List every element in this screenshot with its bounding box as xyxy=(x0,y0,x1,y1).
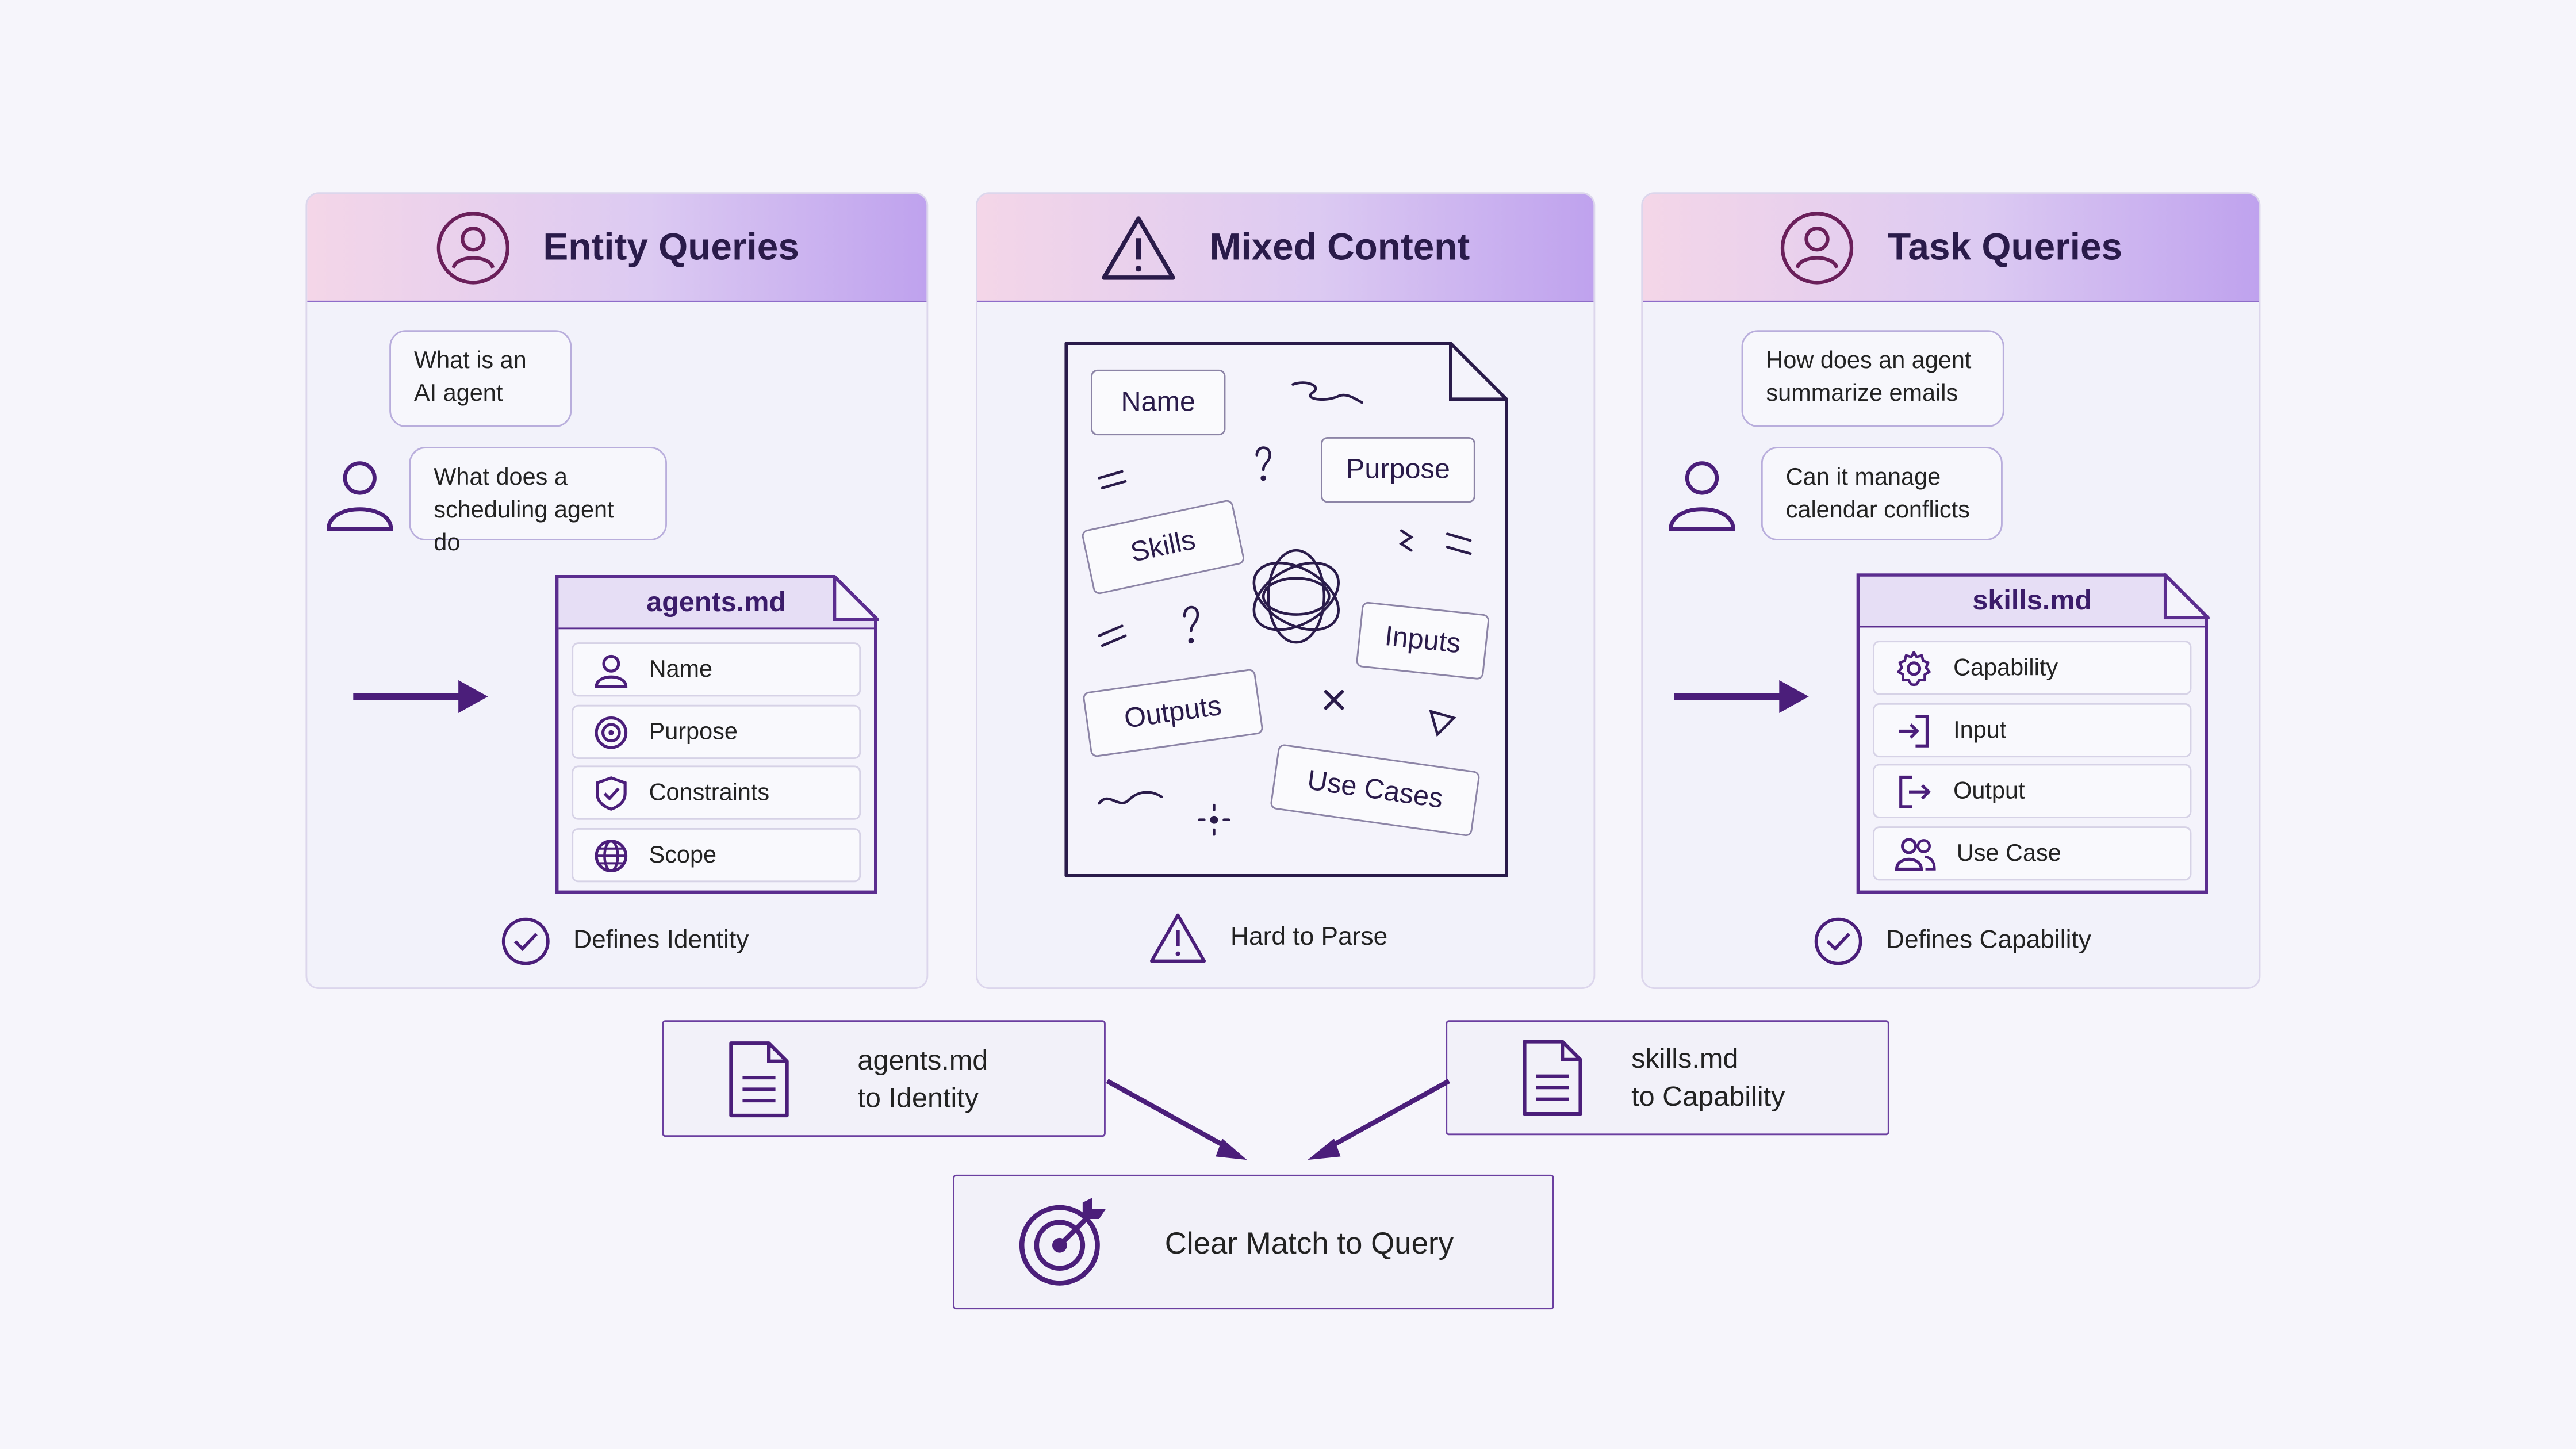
doc-fold-corner xyxy=(2163,573,2210,620)
user-icon xyxy=(326,461,393,531)
list-item: Purpose xyxy=(572,705,861,759)
gear-icon xyxy=(1894,648,1934,688)
row-label: Name xyxy=(649,656,713,683)
agents-md-document: agents.md Name Purpose Constraints Scope xyxy=(555,575,877,894)
list-item: Capability xyxy=(1873,641,2191,695)
list-item: Constraints xyxy=(572,765,861,819)
list-item: Name xyxy=(572,642,861,696)
footer-label: Hard to Parse xyxy=(1230,923,1388,952)
list-item: Use Case xyxy=(1873,826,2191,880)
question-bubble: What does a scheduling agent do xyxy=(409,447,667,557)
mixed-content-header: Mixed Content xyxy=(977,194,1594,302)
document-icon xyxy=(729,1040,789,1117)
arrow-right-icon xyxy=(353,680,488,713)
entity-footer: Defines Identity xyxy=(501,917,749,966)
scattered-tag: Purpose xyxy=(1321,437,1475,503)
skills-to-capability-box: skills.md to Capability xyxy=(1446,1020,1889,1136)
row-label: Purpose xyxy=(649,719,738,745)
user-icon xyxy=(1669,461,1735,531)
scattered-tag: Name xyxy=(1091,369,1226,436)
mixed-content-panel: Mixed Content Name Purpose Skills Inputs… xyxy=(976,192,1596,989)
row-label: Scope xyxy=(649,842,717,868)
clear-match-label: Clear Match to Query xyxy=(1164,1225,1454,1259)
target-icon xyxy=(593,714,629,750)
agents-md-title: agents.md xyxy=(558,578,874,630)
skills-md-title: skills.md xyxy=(1860,577,2205,628)
document-icon xyxy=(1523,1040,1582,1116)
question-bubble: What is an AI agent xyxy=(389,330,572,427)
logout-icon xyxy=(1894,771,1934,811)
question-bubble: Can it manage calendar conflicts xyxy=(1761,447,2003,540)
list-item: Output xyxy=(1873,764,2191,818)
task-footer: Defines Capability xyxy=(1814,917,2091,966)
user-icon xyxy=(593,651,629,688)
user-circle-icon xyxy=(1781,210,1854,284)
shield-check-icon xyxy=(593,775,629,811)
row-label: Use Case xyxy=(1956,840,2061,867)
target-arrow-icon xyxy=(1019,1197,1106,1286)
mixed-footer: Hard to Parse xyxy=(1148,912,1387,964)
doc-fold-corner xyxy=(833,575,879,621)
users-icon xyxy=(1894,834,1937,873)
skills-md-document: skills.md Capability Input Output Use Ca… xyxy=(1857,573,2208,894)
entity-queries-title: Entity Queries xyxy=(543,225,799,268)
question-bubble: How does an agent summarize emails xyxy=(1741,330,2004,427)
skills-to-capability-label: skills.md to Capability xyxy=(1631,1043,1785,1113)
task-queries-header: Task Queries xyxy=(1643,194,2259,302)
check-circle-icon xyxy=(501,917,550,965)
row-label: Constraints xyxy=(649,779,770,806)
mixed-content-title: Mixed Content xyxy=(1209,225,1470,268)
agents-to-identity-box: agents.md to Identity xyxy=(662,1020,1106,1137)
row-label: Output xyxy=(1953,777,2025,804)
user-circle-icon xyxy=(436,210,509,284)
footer-label: Defines Capability xyxy=(1886,926,2091,954)
footer-label: Defines Identity xyxy=(573,926,749,954)
globe-icon xyxy=(593,837,629,873)
list-item: Input xyxy=(1873,703,2191,757)
scribble-marks xyxy=(1098,381,1472,836)
list-item: Scope xyxy=(572,828,861,882)
agents-to-identity-label: agents.md to Identity xyxy=(857,1044,988,1113)
clear-match-box: Clear Match to Query xyxy=(953,1174,1554,1310)
entity-queries-panel: Entity Queries What is an AI agent What … xyxy=(305,192,929,989)
task-queries-panel: Task Queries How does an agent summarize… xyxy=(1641,192,2261,989)
flow-arrows xyxy=(1106,1079,1451,1160)
entity-queries-header: Entity Queries xyxy=(307,194,927,302)
check-circle-icon xyxy=(1814,917,1862,965)
warning-triangle-icon xyxy=(1102,215,1176,279)
login-icon xyxy=(1894,711,1934,750)
row-label: Input xyxy=(1953,717,2007,743)
row-label: Capability xyxy=(1953,654,2058,681)
arrow-right-icon xyxy=(1674,680,1809,713)
warning-triangle-icon xyxy=(1150,913,1206,963)
task-queries-title: Task Queries xyxy=(1888,225,2123,268)
